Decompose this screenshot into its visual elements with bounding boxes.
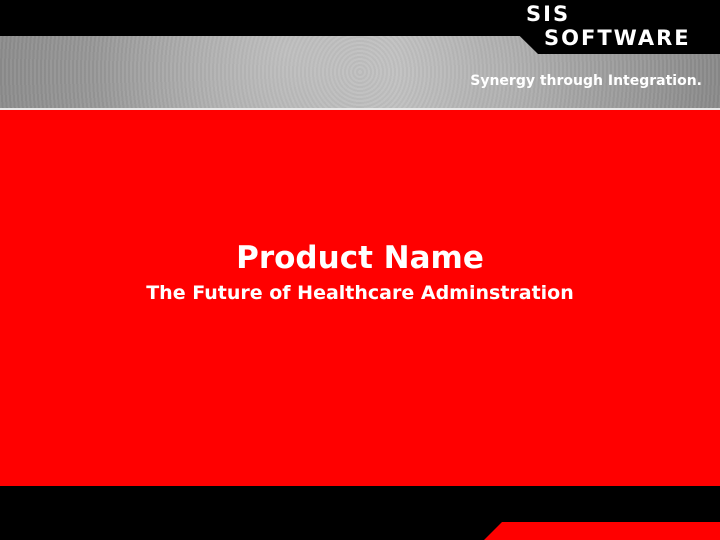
footer-red-corner [484, 522, 720, 540]
logo-tab [516, 0, 720, 54]
header-divider [0, 108, 720, 110]
company-logo: SIS SOFTWARE [526, 2, 691, 50]
logo-line-software: SOFTWARE [544, 26, 691, 50]
title-block: Product Name The Future of Healthcare Ad… [0, 238, 720, 308]
slide-subtitle: The Future of Healthcare Adminstration [146, 282, 574, 304]
product-name-title: Product Name [236, 240, 484, 276]
tagline: Synergy through Integration. [470, 73, 702, 89]
logo-line-sis: SIS [526, 2, 571, 26]
red-content-panel [0, 110, 720, 486]
